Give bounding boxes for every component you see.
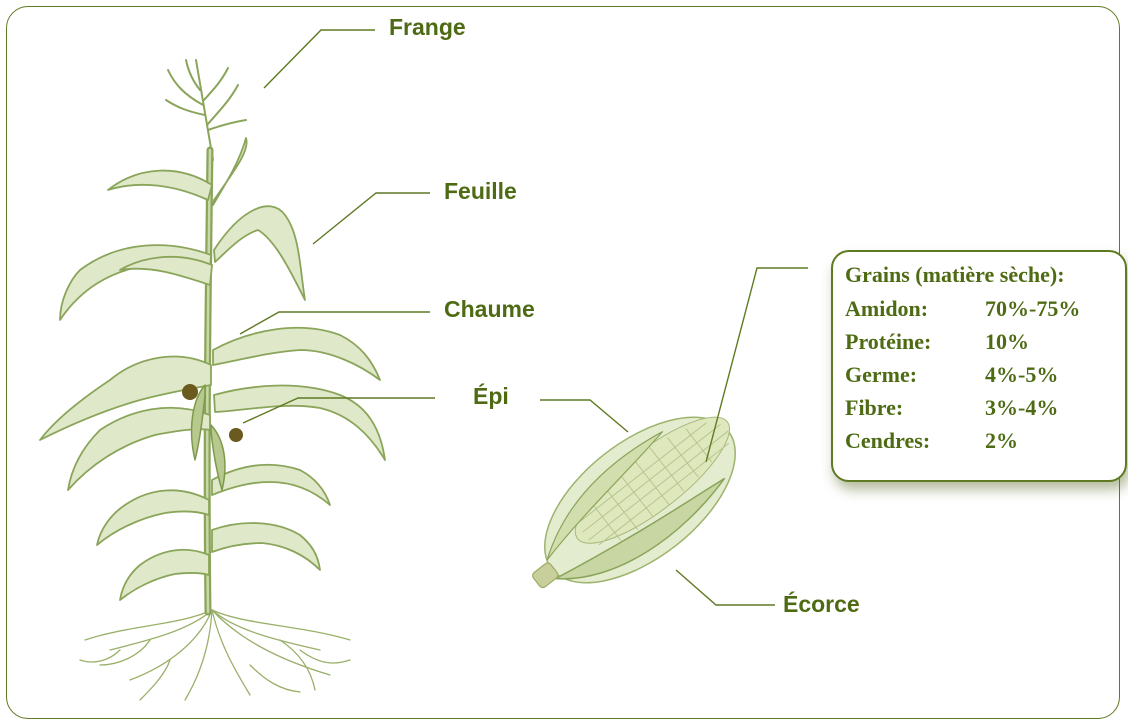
ecorce-leader <box>676 570 775 605</box>
composition-value: 4%-5% <box>985 362 1058 388</box>
label-feuille: Feuille <box>444 178 517 205</box>
tassel <box>166 60 246 160</box>
grain-composition-box: Grains (matière sèche): Amidon: 70%-75% … <box>831 250 1127 482</box>
composition-name: Amidon: <box>845 296 928 322</box>
composition-name: Fibre: <box>845 395 903 421</box>
corn-plant <box>40 60 385 700</box>
composition-value: 10% <box>985 329 1029 355</box>
composition-value: 3%-4% <box>985 395 1058 421</box>
label-epi: Épi <box>473 383 509 410</box>
composition-name: Cendres: <box>845 428 930 454</box>
epi-cob-leader <box>540 400 628 432</box>
composition-name: Germe: <box>845 362 917 388</box>
composition-name: Protéine: <box>845 329 931 355</box>
feuille-leader <box>313 193 430 244</box>
label-ecorce: Écorce <box>783 591 860 618</box>
composition-value: 70%-75% <box>985 296 1080 322</box>
roots <box>80 610 350 700</box>
composition-title: Grains (matière sèche): <box>845 262 1065 288</box>
composition-value: 2% <box>985 428 1018 454</box>
label-frange: Frange <box>389 14 466 41</box>
corn-cob <box>500 382 768 627</box>
frange-leader <box>264 30 375 88</box>
label-chaume: Chaume <box>444 296 535 323</box>
